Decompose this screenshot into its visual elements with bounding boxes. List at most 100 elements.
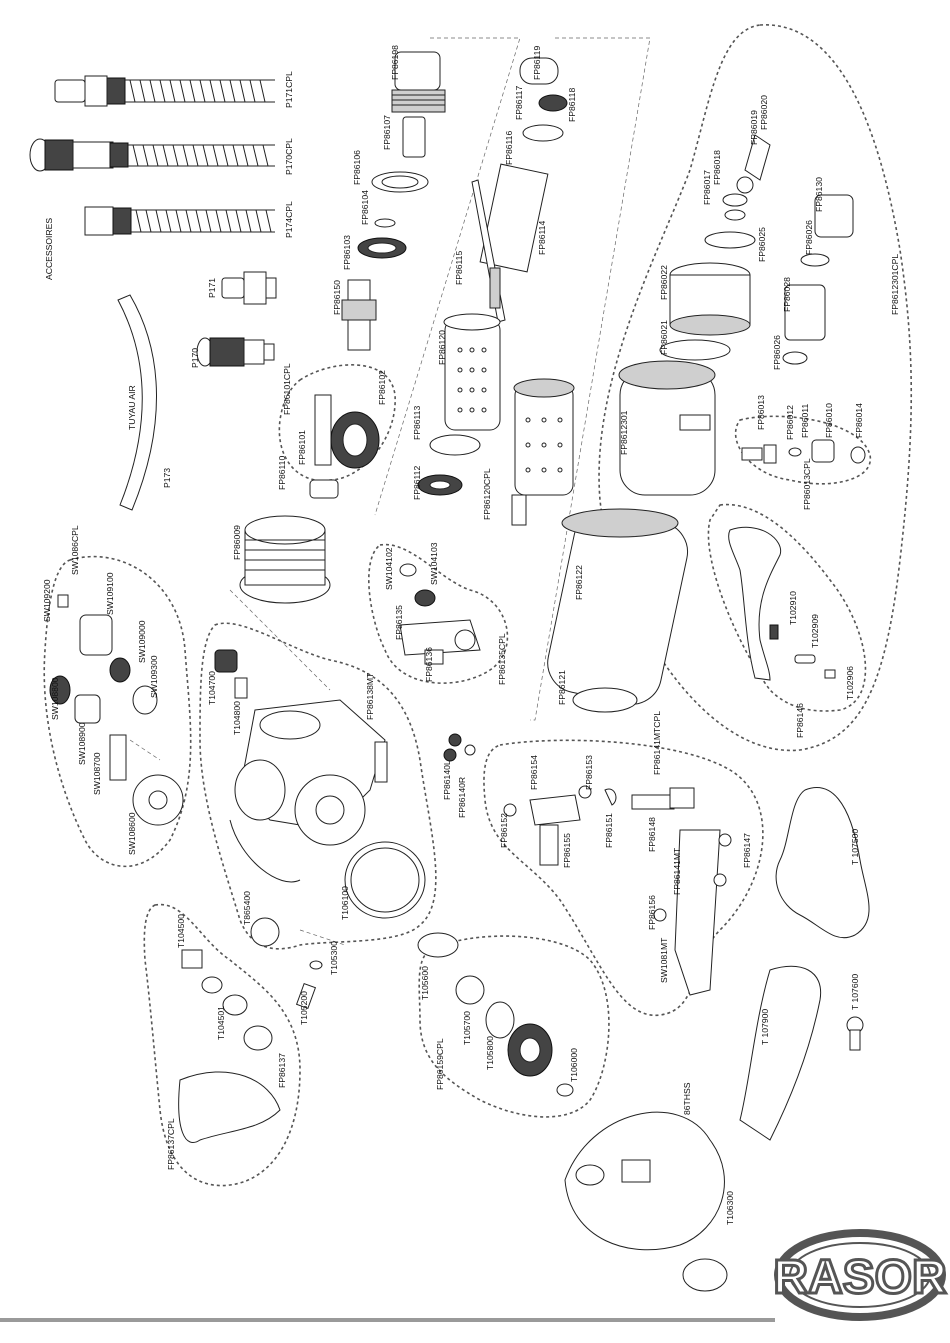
label-sw109200: SW109200 [42, 579, 52, 622]
front-cap-fp86009 [239, 515, 331, 604]
label-fp86152: FP86152 [499, 813, 509, 848]
label-t105700: T105700 [462, 1011, 472, 1045]
label-fp86140l: FP86140L [442, 760, 452, 800]
label-sw109000: SW109000 [137, 620, 147, 663]
label-fp86146: FP86146 [795, 703, 805, 738]
sw1086cpl-group [43, 555, 192, 868]
label-sw108700: SW108700 [92, 752, 102, 795]
label-fp86138mt: FP86138MT [365, 672, 375, 720]
label-fp86020: FP86020 [759, 95, 769, 130]
label-fp86013cpl: FP86013CPL [802, 458, 812, 510]
label-t104700: T104700 [207, 671, 217, 705]
screws-fp86140 [443, 733, 476, 762]
part-labels: ACCESSOIRES P171CPL P170CPL P174CPL P171… [42, 45, 948, 1306]
fp86135cpl-group [368, 543, 509, 684]
hose-coupler-p171cpl [54, 75, 275, 107]
label-t104800: T104800 [232, 701, 242, 735]
label-fp8612301: FP8612301 [619, 410, 629, 455]
label-fp86011: FP86011 [800, 404, 810, 438]
label-fp86154: FP86154 [529, 755, 539, 790]
label-sw1086cpl: SW1086CPL [70, 525, 80, 575]
accessories-area [29, 75, 277, 511]
label-fp86025: FP86025 [757, 227, 767, 262]
label-fp86021: FP86021 [659, 320, 669, 355]
label-sw108800: SW108800 [50, 677, 60, 720]
label-sw108600: SW108600 [127, 812, 137, 855]
hose-coupler-p170cpl [29, 138, 275, 172]
bottom-divider-bar [0, 1318, 775, 1322]
label-fp86017: FP86017 [702, 170, 712, 205]
label-fp86102: FP86102 [377, 370, 387, 405]
label-fp86120cpl: FP86120CPL [482, 468, 492, 520]
label-sw109100: SW109100 [105, 572, 115, 615]
label-sw104103: SW104103 [429, 542, 439, 585]
guard-fp86137 [178, 949, 281, 1143]
fp86141mtcpl-group [483, 739, 764, 1016]
trigger-fp86146 [728, 526, 836, 681]
label-fp86117: FP86117 [514, 86, 524, 120]
gear-fp86159 [455, 975, 574, 1097]
label-p170: P170 [190, 348, 200, 368]
label-t105300: T105300 [329, 941, 339, 975]
label-p171cpl: P171CPL [284, 71, 294, 108]
label-fp86013: FP86013 [756, 395, 766, 430]
air-hose-p173 [117, 294, 157, 511]
inlet-assembly [618, 134, 854, 496]
label-fp86135: FP86135 [394, 605, 404, 640]
label-fp86130: FP86130 [814, 177, 824, 212]
label-fp86120: FP86120 [437, 330, 447, 365]
label-fp86107: FP86107 [382, 115, 392, 150]
fp86159cpl-group [418, 935, 610, 1118]
fp86101cpl-group [278, 364, 396, 482]
perforations-fp86120 [457, 347, 487, 413]
label-p174cpl: P174CPL [284, 201, 294, 238]
label-t865400: T865400 [242, 891, 252, 925]
label-t106000: T106000 [569, 1048, 579, 1082]
label-fp86009: FP86009 [232, 525, 242, 560]
fp8612301cpl-group [598, 24, 913, 752]
label-fp86101: FP86101 [297, 430, 307, 465]
perforations-fp86120cpl [525, 417, 563, 473]
label-sw104102: SW104102 [384, 547, 394, 590]
label-tuyau-air: TUYAU AIR [127, 385, 137, 430]
label-fp86026b: FP86026 [772, 335, 782, 370]
label-fp86137cpl: FP86137CPL [166, 1118, 176, 1170]
label-fp86121: FP86121 [557, 670, 567, 705]
label-t102906: T102906 [845, 666, 855, 700]
label-t107600: T 107600 [850, 974, 860, 1010]
label-t107500: T 107500 [850, 829, 860, 865]
label-fp86198: FP86198 [390, 45, 400, 80]
label-sw1081mt: SW1081MT [659, 937, 669, 983]
label-fp86119: FP86119 [532, 46, 542, 80]
rasor-logo-text: RASOR [773, 1251, 946, 1304]
label-fp8612301cpl: FP8612301CPL [890, 254, 900, 315]
label-fp86118: FP86118 [567, 88, 577, 122]
label-sw109300: SW109300 [149, 655, 159, 698]
trigger-group [707, 503, 867, 712]
label-accessoires: ACCESSOIRES [44, 218, 54, 280]
motor-parts [341, 51, 689, 713]
tools [564, 787, 870, 1292]
fp86137cpl-group [143, 903, 301, 1187]
label-fp86104: FP86104 [360, 190, 370, 225]
label-fp86019: FP86019 [749, 110, 759, 145]
label-fp86141mt: FP86141MT [672, 847, 682, 895]
label-t105200: T105200 [299, 991, 309, 1025]
label-fp86116: FP86116 [504, 131, 514, 165]
label-t104500: T104500 [176, 914, 186, 948]
label-fp86122: FP86122 [574, 565, 584, 600]
label-fp86135cpl: FP86135CPL [497, 633, 507, 685]
label-fp86022: FP86022 [659, 265, 669, 300]
label-t107900: T 107900 [760, 1009, 770, 1045]
label-fp86147: FP86147 [742, 833, 752, 868]
label-fp86151: FP86151 [604, 813, 614, 848]
label-86thss: 86THSS [682, 1082, 692, 1115]
label-sw108900: SW108900 [77, 722, 87, 765]
fitting-p171 [221, 271, 277, 305]
label-fp86137: FP86137 [277, 1053, 287, 1088]
hose-coupler-p174cpl [84, 206, 275, 236]
label-fp86113: FP86113 [412, 406, 422, 440]
valve-fp86013 [741, 439, 866, 464]
lever-bracket-fp86135 [399, 563, 481, 665]
